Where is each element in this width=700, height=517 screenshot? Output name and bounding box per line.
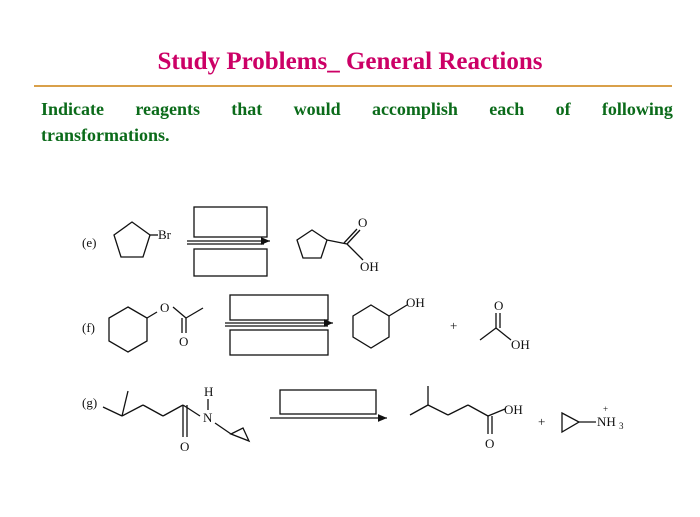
instr-word: each bbox=[489, 99, 525, 119]
plus-sign-f: + bbox=[450, 318, 457, 333]
atom-oh-cyclohexanol: OH bbox=[406, 295, 425, 310]
atom-n-amide: N bbox=[203, 410, 213, 425]
atom-carbonyl-o-acid: O bbox=[494, 298, 503, 313]
atom-br: Br bbox=[158, 227, 172, 242]
instructions-line-1: Indicate reagents that would accomplish … bbox=[41, 96, 673, 122]
slide-title: Study Problems_ General Reactions bbox=[157, 48, 543, 75]
title-divider bbox=[34, 85, 672, 87]
acetic-acid-structure bbox=[479, 313, 512, 341]
nh3-subscript: 3 bbox=[619, 421, 624, 431]
amide-reactant-structure bbox=[102, 390, 251, 443]
atom-nh3: NH bbox=[597, 414, 616, 429]
atom-carbonyl-o-product-g: O bbox=[485, 436, 494, 451]
instr-word: Indicate bbox=[41, 99, 104, 119]
atom-carbonyl-o-amide: O bbox=[180, 439, 189, 454]
atom-ester-o: O bbox=[160, 300, 169, 315]
instr-word: following bbox=[601, 99, 673, 119]
reagent-box-f-top[interactable] bbox=[229, 294, 329, 321]
instr-word: reagents bbox=[135, 99, 200, 119]
reaction-arrow-g bbox=[270, 389, 387, 422]
instr-word: that bbox=[231, 99, 263, 119]
problem-e bbox=[113, 206, 364, 277]
instr-word: of bbox=[555, 99, 571, 119]
cyclohexyl-acetate-structure bbox=[108, 306, 204, 353]
instr-word: accomplish bbox=[371, 99, 458, 119]
carboxylic-acid-product-structure bbox=[409, 386, 506, 434]
problem-f bbox=[108, 294, 512, 356]
cyclopropylammonium-structure bbox=[561, 411, 596, 434]
instructions-line-2: transformations. bbox=[41, 125, 170, 145]
problem-label-e: (e) bbox=[82, 235, 96, 250]
cyclohexanol-structure bbox=[352, 304, 408, 349]
atom-h-amide: H bbox=[204, 384, 213, 399]
problem-label-g: (g) bbox=[82, 395, 97, 410]
atom-oh-e: OH bbox=[360, 259, 379, 274]
reagent-box-e-top[interactable] bbox=[193, 206, 268, 238]
reagent-box-g[interactable] bbox=[279, 389, 377, 415]
atom-oh-acid: OH bbox=[511, 337, 530, 352]
instr-word: would bbox=[293, 99, 341, 119]
instructions: Indicate reagents that would accomplish … bbox=[41, 96, 673, 148]
reaction-arrow-e bbox=[187, 206, 270, 277]
plus-sign-g: + bbox=[538, 414, 545, 429]
reagent-box-e-bottom[interactable] bbox=[193, 248, 268, 277]
atom-carbonyl-o-f: O bbox=[179, 334, 188, 349]
reaction-arrow-f bbox=[225, 294, 333, 356]
atom-carbonyl-o-e: O bbox=[358, 215, 367, 230]
cyclopentyl-bromide-structure bbox=[113, 221, 158, 258]
cyclopentanecarboxylic-acid-structure bbox=[296, 228, 364, 261]
atom-oh-product-g: OH bbox=[504, 402, 523, 417]
problem-label-f: (f) bbox=[82, 320, 95, 335]
problem-g bbox=[102, 386, 596, 443]
reagent-box-f-bottom[interactable] bbox=[229, 329, 329, 356]
ammonium-charge: + bbox=[603, 404, 608, 414]
